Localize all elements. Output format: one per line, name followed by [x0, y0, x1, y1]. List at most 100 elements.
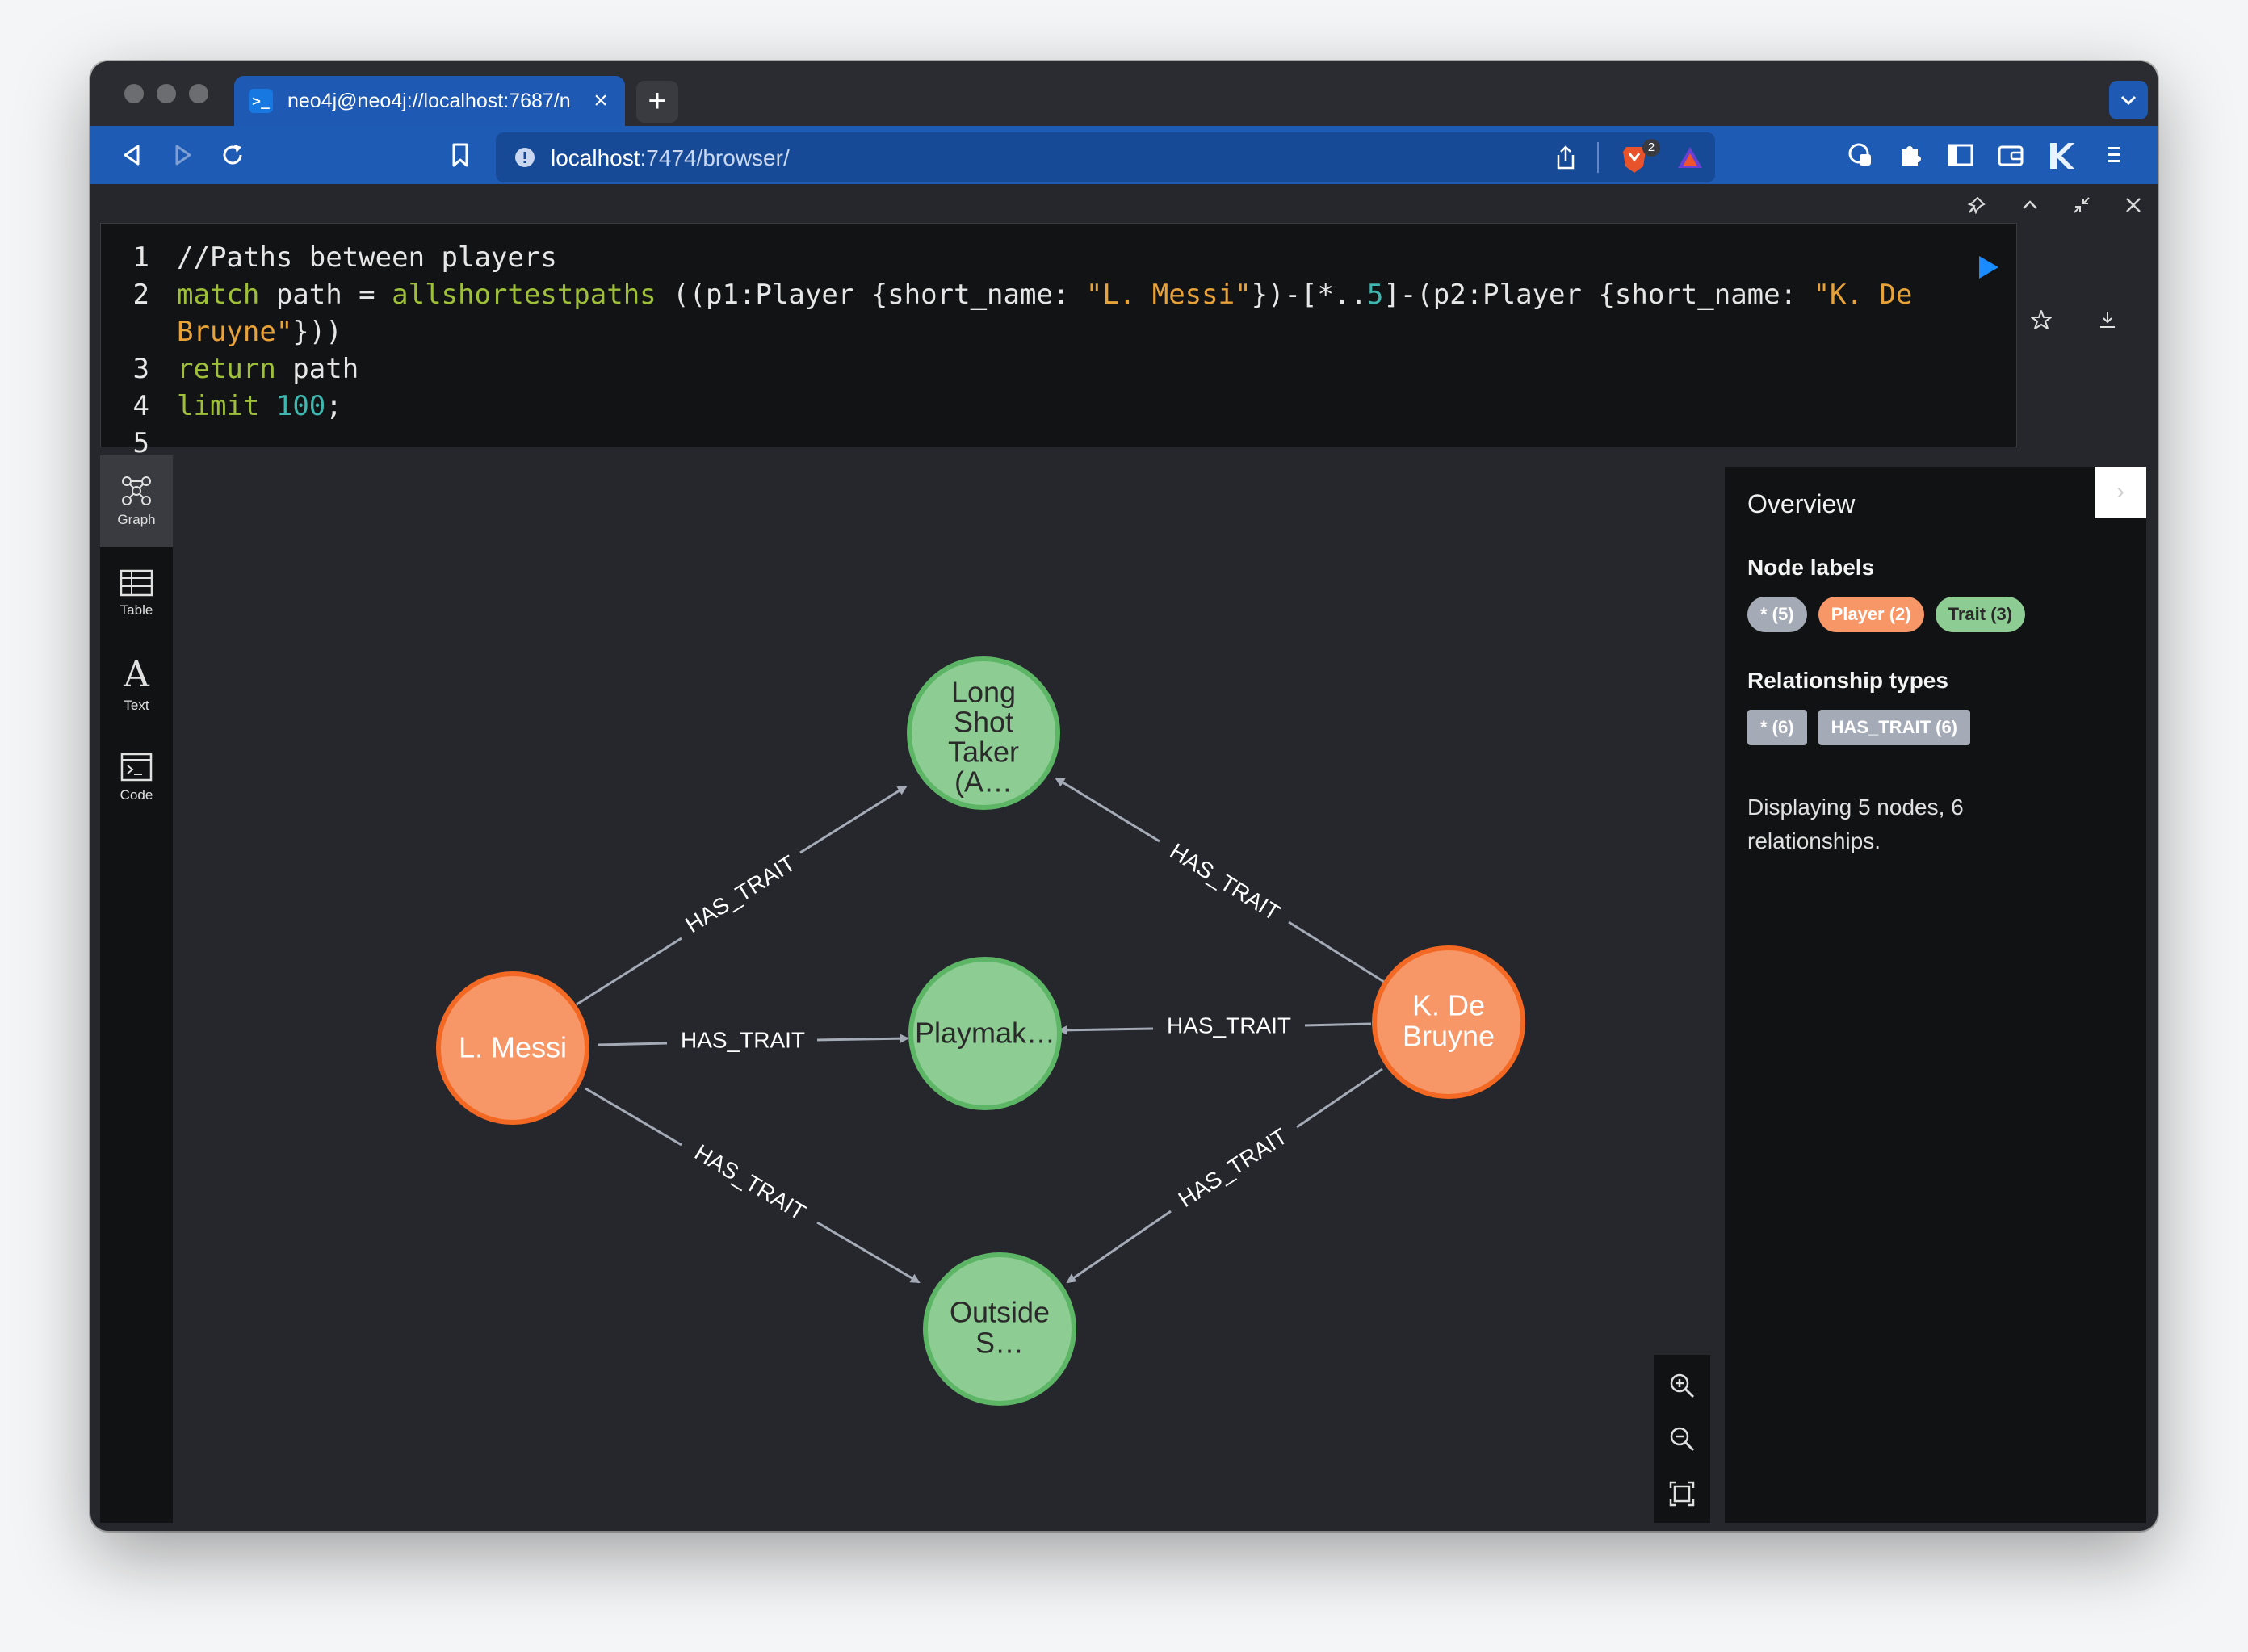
- relationship-debruyne-longshot[interactable]: HAS_TRAIT: [1055, 777, 1385, 983]
- code-line-2: match path = allshortestpaths ((p1:Playe…: [177, 279, 1912, 311]
- edge-line: [1055, 777, 1160, 843]
- browser-toolbar: localhost:7474/browser/ 2: [90, 126, 2158, 184]
- wallet-icon: [1998, 145, 2024, 166]
- wallet-button[interactable]: [1991, 136, 2030, 174]
- relationship-messi-outside[interactable]: HAS_TRAIT: [585, 1087, 921, 1284]
- line-number: 5: [132, 427, 149, 459]
- text-view-button[interactable]: A Text: [100, 639, 173, 732]
- collapse-overview-button[interactable]: ›: [2095, 467, 2146, 518]
- relationship-debruyne-outside[interactable]: HAS_TRAIT: [1066, 1067, 1383, 1284]
- close-window-icon[interactable]: [124, 84, 144, 103]
- rel-type-chip-all[interactable]: * (6): [1747, 710, 1807, 745]
- zoom-out-button[interactable]: [1663, 1419, 1701, 1458]
- url-text: localhost:7474/browser/: [551, 145, 790, 171]
- code-view-label: Code: [120, 787, 153, 803]
- back-arrow-icon: [124, 145, 140, 166]
- close-icon: [2126, 198, 2141, 212]
- reload-button[interactable]: [213, 136, 252, 174]
- code-string: "L. Messi": [1085, 279, 1252, 311]
- extensions-button[interactable]: [1891, 136, 1930, 174]
- edge-line: [799, 785, 908, 854]
- kite-icon: [2050, 143, 2074, 169]
- node-label-chip-player[interactable]: Player (2): [1818, 597, 1924, 632]
- share-icon[interactable]: [1554, 144, 1578, 171]
- code-text: })-[*..: [1251, 279, 1367, 311]
- edge-line: [1066, 1210, 1172, 1284]
- zoom-controls: [1654, 1355, 1710, 1523]
- text-view-label: Text: [124, 698, 149, 713]
- graph-svg[interactable]: HAS_TRAIT HAS_TRAIT HAS_TRAIT HAS_TRAIT: [173, 455, 1723, 1523]
- pin-frame-button[interactable]: [1962, 191, 1991, 220]
- edge-line: [816, 1034, 909, 1044]
- code-line-3: return path: [177, 353, 359, 385]
- code-keyword: return: [177, 353, 276, 385]
- edge-line: [1296, 1067, 1383, 1129]
- chevron-down-icon: [2120, 95, 2137, 106]
- graph-view-button[interactable]: Graph: [100, 455, 173, 547]
- code-number: 5: [1366, 279, 1384, 311]
- browser-menu-button[interactable]: [2095, 136, 2133, 174]
- puzzle-icon: [1902, 146, 1921, 166]
- overview-summary: Displaying 5 nodes, 6 relationships.: [1747, 795, 1964, 853]
- brave-shields-icon[interactable]: [1621, 142, 1654, 174]
- relationship-messi-playmaker[interactable]: HAS_TRAIT: [597, 1027, 909, 1052]
- zoom-in-button[interactable]: [1663, 1366, 1701, 1405]
- bookmark-button[interactable]: [441, 136, 480, 174]
- browser-window: >_ neo4j@neo4j://localhost:7687/n × + lo…: [90, 61, 2158, 1531]
- maximize-window-icon[interactable]: [189, 84, 208, 103]
- fit-to-screen-button[interactable]: [1663, 1474, 1701, 1513]
- browser-tab-neo4j[interactable]: >_ neo4j@neo4j://localhost:7687/n ×: [234, 76, 625, 126]
- fullscreen-frame-button[interactable]: [2067, 191, 2096, 220]
- favorite-query-button[interactable]: [2027, 305, 2056, 334]
- close-frame-button[interactable]: [2119, 191, 2148, 220]
- code-comment: //Paths between players: [177, 241, 557, 274]
- node-label-chip-trait[interactable]: Trait (3): [1935, 597, 2026, 632]
- sidebar-toggle-button[interactable]: [1941, 136, 1980, 174]
- new-tab-button[interactable]: +: [636, 81, 678, 123]
- node-de-bruyne[interactable]: K. De Bruyne: [1372, 945, 1525, 1099]
- vpn-button[interactable]: [1841, 136, 1880, 174]
- tab-strip: >_ neo4j@neo4j://localhost:7687/n × +: [90, 61, 2158, 126]
- relationship-messi-longshot[interactable]: HAS_TRAIT: [576, 785, 908, 1006]
- node-circle: [436, 971, 589, 1125]
- cypher-editor[interactable]: 1 2 3 4 5 //Paths between players match …: [100, 223, 2017, 459]
- site-info-icon[interactable]: [514, 146, 536, 169]
- address-bar[interactable]: localhost:7474/browser/ 2: [496, 132, 1715, 182]
- forward-button[interactable]: [163, 136, 202, 174]
- table-icon: [120, 569, 153, 597]
- code-text: ;: [325, 390, 342, 422]
- tab-close-icon[interactable]: ×: [593, 87, 608, 114]
- download-button[interactable]: [2093, 305, 2122, 334]
- terminal-icon: [120, 753, 153, 782]
- node-outside-s[interactable]: Outside S…: [923, 1252, 1076, 1406]
- node-caption: S…: [975, 1327, 1024, 1360]
- minimize-window-icon[interactable]: [157, 84, 176, 103]
- graph-canvas[interactable]: HAS_TRAIT HAS_TRAIT HAS_TRAIT HAS_TRAIT: [173, 455, 1723, 1523]
- table-view-button[interactable]: Table: [100, 547, 173, 639]
- chevron-up-icon: [2023, 200, 2037, 209]
- node-messi[interactable]: L. Messi: [436, 971, 589, 1125]
- node-playmaker[interactable]: Playmak…: [908, 957, 1062, 1110]
- relationship-label: HAS_TRAIT: [1167, 1013, 1291, 1038]
- node-label-chip-all[interactable]: * (5): [1747, 597, 1807, 632]
- kite-extension-button[interactable]: [2041, 136, 2080, 174]
- back-button[interactable]: [113, 136, 152, 174]
- code-text: })): [292, 316, 342, 348]
- collapse-frame-button[interactable]: [2015, 191, 2045, 220]
- edge-line: [576, 937, 682, 1006]
- line-number: 4: [132, 390, 149, 422]
- line-number: 1: [132, 241, 149, 274]
- code-view-button[interactable]: Code: [100, 732, 173, 824]
- run-query-icon[interactable]: [1974, 253, 2002, 282]
- relationship-label: HAS_TRAIT: [681, 1027, 805, 1052]
- relationship-debruyne-playmaker[interactable]: HAS_TRAIT: [1058, 1013, 1372, 1038]
- brave-rewards-icon[interactable]: [1676, 145, 1704, 170]
- node-long-shot-taker[interactable]: Long Shot Taker (A…: [907, 656, 1060, 810]
- node-caption: Outside: [950, 1296, 1050, 1329]
- rel-type-chip-has-trait[interactable]: HAS_TRAIT (6): [1818, 710, 1971, 745]
- code-line-1: //Paths between players: [177, 241, 557, 274]
- relationship-types-heading: Relationship types: [1747, 668, 1948, 693]
- code-keyword: limit: [177, 390, 260, 422]
- tab-search-button[interactable]: [2109, 81, 2148, 119]
- shrink-icon: [2074, 197, 2090, 213]
